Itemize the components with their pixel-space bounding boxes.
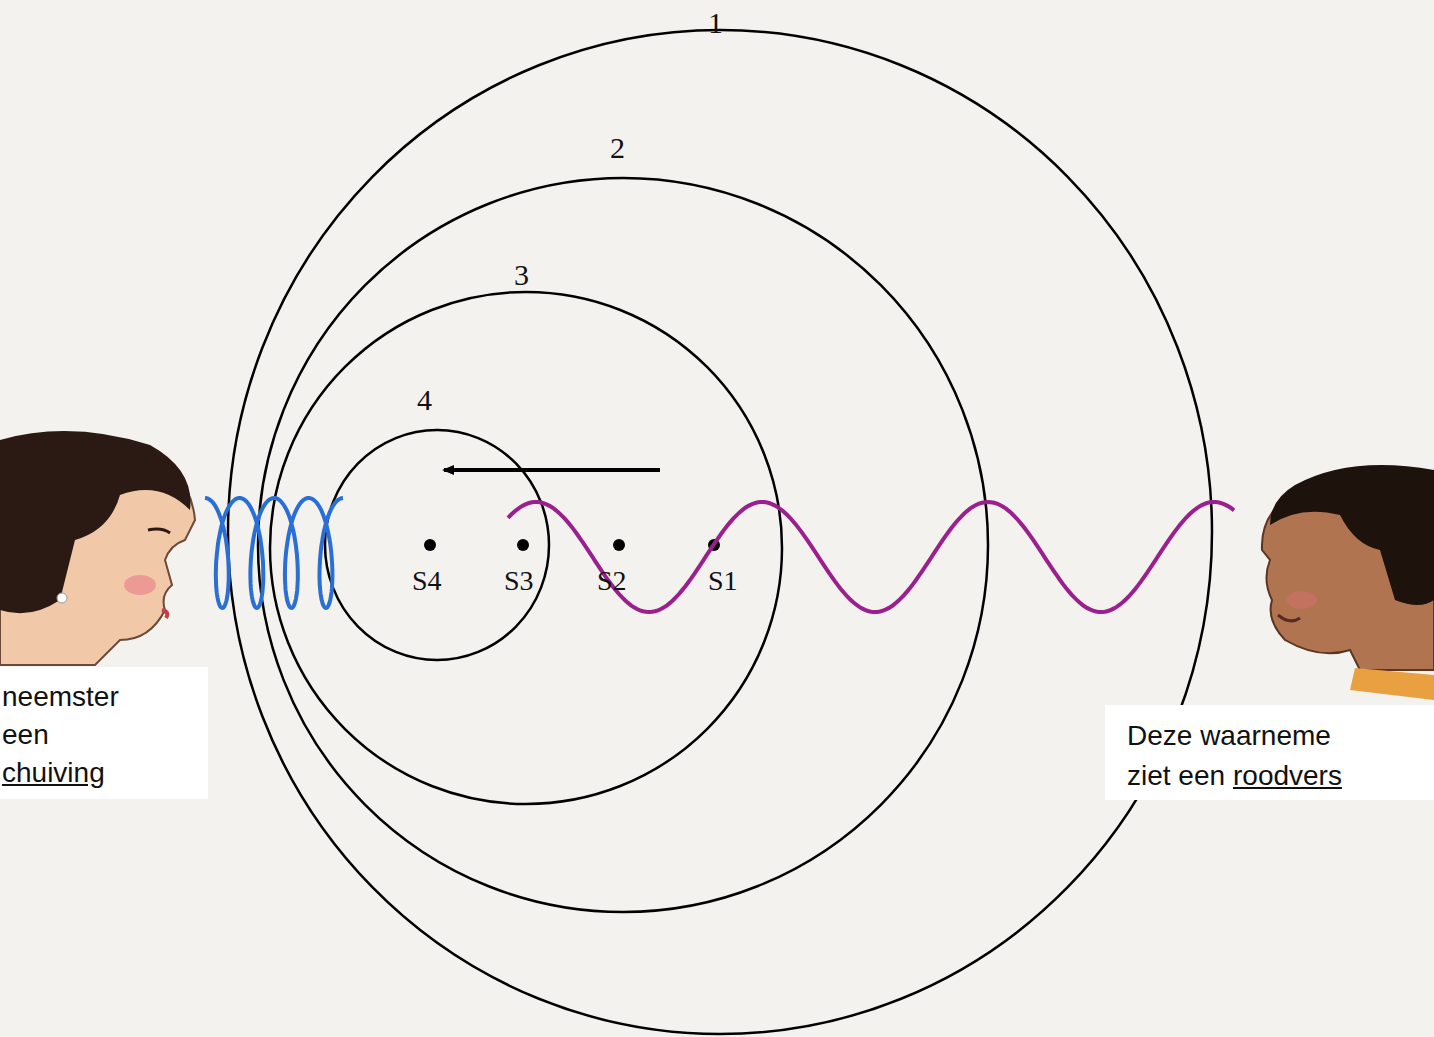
observer-note: ziet een [1127,762,1225,790]
source-position: S3 [504,567,534,595]
wavefront-circle [325,430,549,660]
source-position: S1 [708,567,738,595]
source-position: S2 [597,567,627,595]
wavefront-number: 4 [417,385,432,415]
observer-note: roodvers [1233,762,1342,790]
source-position: S4 [412,567,442,595]
blueshift-wave [205,498,343,608]
observer-woman [0,431,195,665]
wavefront-number: 3 [514,260,529,290]
text-patch [0,667,208,799]
wavefront-circle [270,292,782,804]
observer-note: chuiving [2,759,105,787]
source-dot [424,539,436,551]
source-dot [517,539,529,551]
source-dot [613,539,625,551]
wavefront-circle [258,178,988,912]
observer-man [1262,465,1434,700]
observer-note: neemster [2,683,119,711]
observer-note: een [2,721,49,749]
redshift-wave [508,502,1234,612]
motion-arrow [444,468,660,472]
wavefront-number: 1 [708,8,723,38]
wavefront-number: 2 [610,133,625,163]
text-patch [1105,705,1434,800]
observer-note: Deze waarneme [1127,722,1331,750]
